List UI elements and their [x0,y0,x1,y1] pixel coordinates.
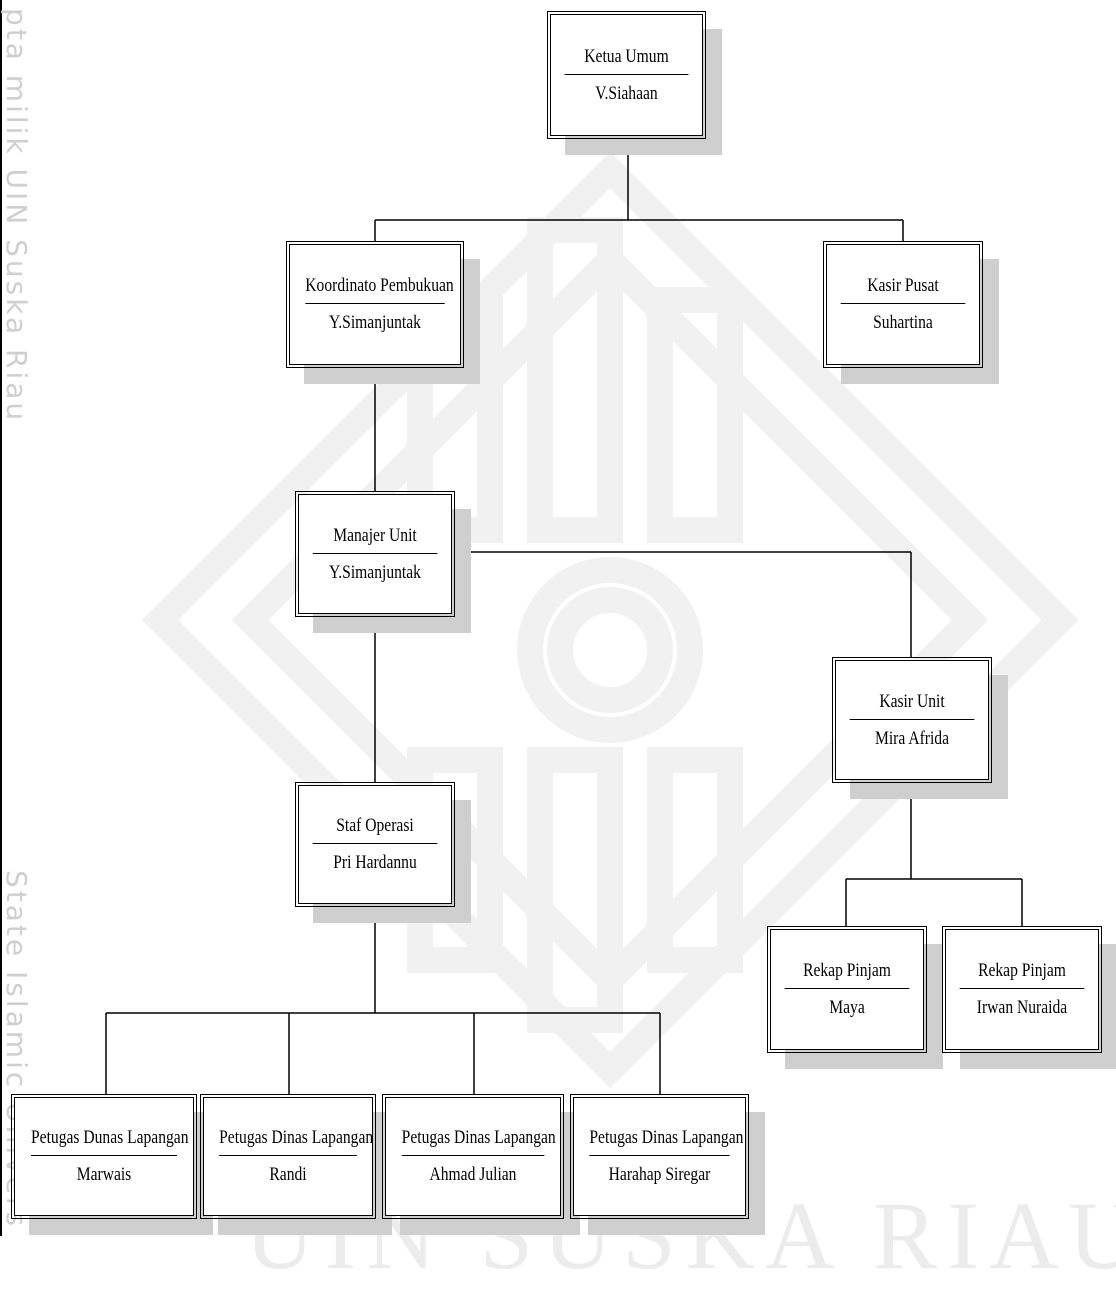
node-name: Ahmad Julian [401,1155,545,1186]
connector-lines [105,140,1023,1094]
node-kasir-unit: Kasir Unit Mira Afrida [832,657,992,783]
node-title: Kasir Unit [879,690,945,712]
node-title: Rekap Pinjam [978,960,1066,981]
page-frame [0,0,2,1236]
node-manajer-unit: Manajer Unit Y.Simanjuntak [295,491,455,617]
node-rekap-pinjam-irwan: Rekap Pinjam Irwan Nuraida [942,926,1102,1053]
node-petugas-ahmad-julian: Petugas Dinas Lapangan Ahmad Julian [382,1094,564,1219]
node-rekap-pinjam-maya: Rekap Pinjam Maya [767,926,927,1053]
node-title: Petugas Dunas Lapangan [31,1127,189,1148]
node-title: Petugas Dinas Lapangan [219,1127,374,1148]
node-name: Irwan Nuraida [959,988,1085,1019]
node-petugas-marwais: Petugas Dunas Lapangan Marwais [11,1094,197,1219]
node-name: Y.Simanjuntak [305,303,445,334]
node-title: Petugas Dinas Lapangan [401,1127,556,1148]
side-watermark-top: pta milik UIN Suska Riau [0,8,33,424]
node-petugas-harahap-siregar: Petugas Dinas Lapangan Harahap Siregar [570,1094,749,1219]
node-title: Petugas Dinas Lapangan [589,1127,744,1148]
node-title: Rekap Pinjam [803,960,891,981]
node-name: Mira Afrida [849,718,975,750]
node-title: Ketua Umum [584,45,669,67]
node-staf-operasi: Staf Operasi Pri Hardannu [295,782,455,907]
node-title: Koordinato Pembukuan [305,275,454,296]
node-title: Staf Operasi [336,815,414,836]
node-name: Randi [219,1155,357,1186]
node-name: Harahap Siregar [589,1155,730,1186]
node-name: Suhartina [840,303,966,334]
node-title: Kasir Pusat [867,275,939,296]
node-title: Manajer Unit [333,524,417,546]
node-petugas-randi: Petugas Dinas Lapangan Randi [200,1094,376,1219]
node-name: Marwais [31,1155,177,1186]
node-kasir-pusat: Kasir Pusat Suhartina [823,241,983,368]
node-name: Y.Simanjuntak [312,552,438,584]
node-koordinator-pembukuan: Koordinato Pembukuan Y.Simanjuntak [286,241,464,368]
node-ketua-umum: Ketua Umum V.Siahaan [547,11,706,139]
node-name: Pri Hardannu [312,843,438,874]
node-name: Maya [784,988,910,1019]
node-name: V.Siahaan [564,73,689,105]
